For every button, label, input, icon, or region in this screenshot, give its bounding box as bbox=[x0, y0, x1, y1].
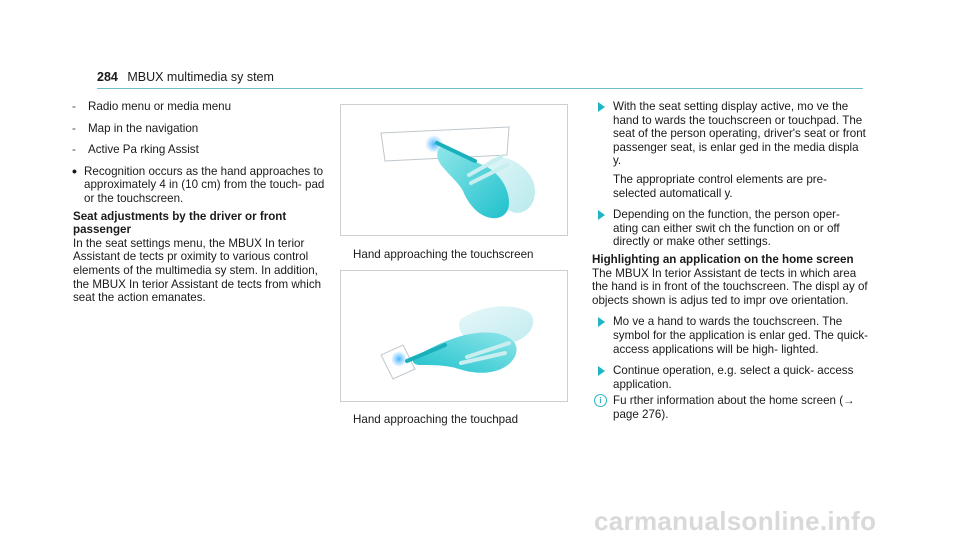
section-paragraph: In the seat settings menu, the MBUX In t… bbox=[73, 236, 322, 305]
step-text: Mo ve a hand to wards the touchscreen. T… bbox=[613, 315, 868, 356]
step-text: Depending on the function, the person op… bbox=[613, 208, 840, 249]
instruction-step: Mo ve a hand to wards the touchscreen. T… bbox=[592, 315, 868, 356]
list-item: - Active Pa rking Assist bbox=[72, 143, 328, 157]
list-item-link: Active Pa rking Assist bbox=[88, 143, 199, 157]
info-note: i Fu rther information about the home sc… bbox=[592, 394, 868, 421]
hand-touchpad-illustration bbox=[380, 306, 534, 380]
hand-touchscreen-illustration bbox=[380, 126, 536, 219]
play-arrow-icon bbox=[598, 317, 605, 328]
bullet-marker: • bbox=[72, 162, 77, 179]
figure-touchpad bbox=[340, 270, 568, 402]
play-arrow-icon bbox=[598, 102, 605, 112]
dash-marker: - bbox=[72, 143, 76, 157]
instruction-step: Depending on the function, the person op… bbox=[592, 208, 868, 249]
page-title: MBUX multimedia sy stem bbox=[127, 70, 274, 84]
watermark: carmanualsonline.info bbox=[594, 506, 877, 536]
list-item-text: Radio menu or media menu bbox=[88, 100, 232, 113]
play-arrow-icon bbox=[598, 210, 605, 221]
figure-touchscreen bbox=[340, 104, 568, 236]
note-text[interactable]: Fu rther information about the home scre… bbox=[613, 394, 855, 421]
dash-marker: - bbox=[72, 121, 76, 135]
info-icon: i bbox=[594, 394, 607, 408]
play-arrow-icon bbox=[598, 366, 605, 377]
instruction-step: With the seat setting display active, mo… bbox=[592, 100, 868, 200]
step-text: With the seat setting display active, mo… bbox=[613, 100, 866, 168]
instruction-step: Continue operation, e.g. select a quick-… bbox=[592, 364, 868, 391]
step-text: Continue operation, e.g. select a quick-… bbox=[613, 364, 854, 391]
section-paragraph: The MBUX In terior Assistant de tects in… bbox=[592, 266, 868, 307]
bullet-item: • Recognition occurs as the hand approac… bbox=[72, 162, 328, 206]
list-item-text: Map in the navigation bbox=[88, 121, 199, 135]
header-divider bbox=[97, 88, 863, 89]
left-column: - Radio menu or media menu - Map in the … bbox=[72, 100, 328, 305]
figure-caption-touchscreen: Hand approaching the touchscreen bbox=[353, 248, 534, 261]
page-number: 284 bbox=[97, 70, 118, 84]
section-heading: Highlighting an application on the home … bbox=[592, 252, 854, 266]
dash-marker: - bbox=[72, 100, 76, 113]
list-item: - Map in the navigation bbox=[72, 121, 328, 136]
section-heading: Seat adjustments by the driver or front … bbox=[73, 209, 287, 237]
figure-caption-touchpad: Hand approaching the touchpad bbox=[353, 413, 519, 426]
right-column: With the seat setting display active, mo… bbox=[592, 100, 868, 421]
bullet-text: Recognition occurs as the hand approache… bbox=[84, 164, 325, 205]
step-text: The appropriate control elements are pre… bbox=[613, 172, 827, 200]
page-header: 284 MBUX multimedia sy stem bbox=[97, 70, 274, 84]
list-item: - Radio menu or media menu bbox=[72, 100, 328, 114]
